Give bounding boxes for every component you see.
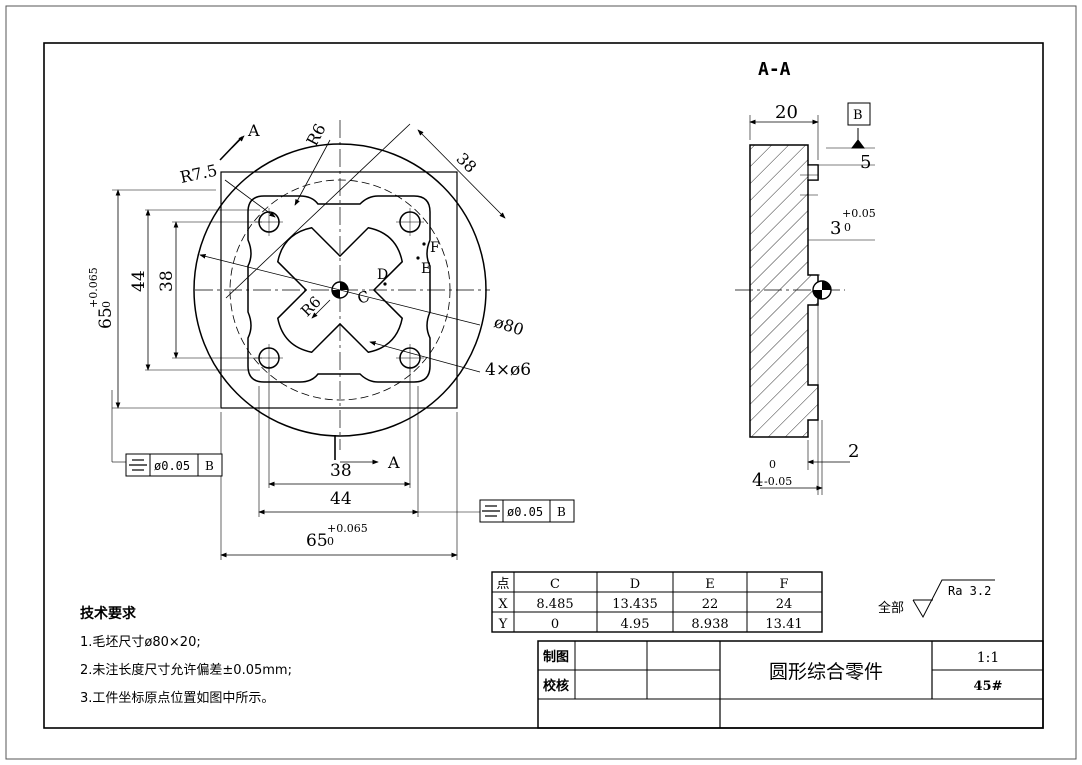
table-cell: 4.95 xyxy=(621,617,650,632)
dim-2: 2 xyxy=(848,441,859,462)
outer-border xyxy=(5,5,1077,760)
svg-text:0: 0 xyxy=(769,458,776,471)
table-cell: 13.435 xyxy=(612,597,658,612)
dim-dia-80: ø80 xyxy=(492,312,526,339)
dim-3-tol: 3 +0.05 0 xyxy=(830,207,876,239)
symmetry-frame-bottom: ø0.05 B xyxy=(479,499,575,523)
cut-label-a-top: A xyxy=(247,121,260,140)
checked-label: 校核 xyxy=(543,678,569,694)
coordinate-table-cells: 点 C D E F X 8.485 13.435 22 24Y 0 4.95 8.938 13.41 xyxy=(496,577,802,632)
table-cell: 13.41 xyxy=(765,617,802,632)
table-cell: 0 xyxy=(551,617,559,632)
dim-65-horizontal: 65 +0.065 0 xyxy=(306,522,368,551)
dim-38-horizontal: 38 xyxy=(330,461,352,481)
tech-req-item: 1.毛坯尺寸ø80×20; xyxy=(80,635,201,650)
section-view xyxy=(735,115,875,495)
symmetry-icon xyxy=(129,459,147,471)
point-label-e: E xyxy=(421,261,431,277)
dim-r6-center: R6 xyxy=(297,293,324,320)
svg-text:65: 65 xyxy=(96,307,116,329)
table-header-cell: 点 xyxy=(496,577,509,592)
dim-44-vertical: 44 xyxy=(129,270,149,292)
dim-r7-5: R7.5 xyxy=(178,161,219,187)
svg-text:65: 65 xyxy=(306,531,328,551)
section-title: A-A xyxy=(758,59,791,80)
pocket-outline xyxy=(247,195,431,383)
coordinate-table xyxy=(491,571,823,633)
svg-text:0: 0 xyxy=(844,221,851,234)
svg-text:ø0.05: ø0.05 xyxy=(507,505,543,519)
table-cell: 24 xyxy=(776,597,793,612)
point-e-dot xyxy=(416,256,420,260)
point-d-dot xyxy=(383,282,387,286)
table-header-cell: C xyxy=(550,577,560,592)
symmetry-frame-left: ø0.05 B xyxy=(125,453,223,477)
square-65 xyxy=(220,171,458,409)
svg-text:B: B xyxy=(205,459,214,473)
point-label-f: F xyxy=(430,240,440,256)
dim-4-holes: 4×ø6 xyxy=(485,360,531,380)
table-header-cell: D xyxy=(630,577,640,592)
cut-label-a-bottom: A xyxy=(387,453,400,472)
pitch-circle xyxy=(229,179,451,401)
dim-44-horizontal: 44 xyxy=(330,489,352,509)
dim-38-vertical: 38 xyxy=(157,270,177,292)
datum-label: B xyxy=(853,108,863,123)
drawn-label: 制图 xyxy=(543,649,569,665)
svg-text:+0.065: +0.065 xyxy=(327,522,368,535)
datum-box xyxy=(847,102,871,126)
outer-circle xyxy=(193,143,487,437)
dim-20: 20 xyxy=(775,102,798,123)
tech-req-item: 2.未注长度尺寸允许偏差±0.05mm; xyxy=(80,662,292,678)
svg-text:+0.05: +0.05 xyxy=(842,207,876,220)
svg-text:0: 0 xyxy=(327,535,334,548)
title-block xyxy=(537,640,1044,729)
table-cell: 8.485 xyxy=(536,597,573,612)
table-cell: X xyxy=(498,597,508,612)
tech-req-title: 技术要求 xyxy=(80,605,137,622)
roughness-value: Ra 3.2 xyxy=(948,584,991,598)
svg-text:3: 3 xyxy=(830,218,841,239)
tech-req-item: 3.工件坐标原点位置如图中所示。 xyxy=(80,690,274,706)
table-cell: 8.938 xyxy=(691,617,728,632)
svg-text:4: 4 xyxy=(752,470,763,491)
part-name: 圆形综合零件 xyxy=(769,661,883,683)
svg-text:ø0.05: ø0.05 xyxy=(154,459,190,473)
roughness-symbol-icon xyxy=(912,579,995,619)
table-header-cell: E xyxy=(705,577,715,592)
material-value: 45# xyxy=(974,679,1003,694)
point-label-d: D xyxy=(377,267,388,283)
inner-frame xyxy=(43,42,1044,729)
dim-4-tol: 4 0 -0.05 xyxy=(752,458,792,491)
dim-65-vertical: 65 +0.065 0 xyxy=(87,267,116,329)
table-header-cell: F xyxy=(779,577,788,592)
cross-boss xyxy=(276,226,404,354)
svg-text:-0.05: -0.05 xyxy=(764,475,792,488)
dim-5: 5 xyxy=(860,152,871,173)
plan-view xyxy=(111,120,506,560)
roughness-prefix: 全部 xyxy=(878,600,904,616)
point-f-dot xyxy=(422,242,426,246)
svg-text:0: 0 xyxy=(100,301,113,308)
svg-text:+0.065: +0.065 xyxy=(87,267,100,308)
table-cell: 22 xyxy=(702,597,719,612)
svg-text:B: B xyxy=(557,505,566,519)
scale-value: 1:1 xyxy=(977,650,1000,666)
table-cell: Y xyxy=(498,617,508,632)
symmetry-icon xyxy=(482,505,500,517)
